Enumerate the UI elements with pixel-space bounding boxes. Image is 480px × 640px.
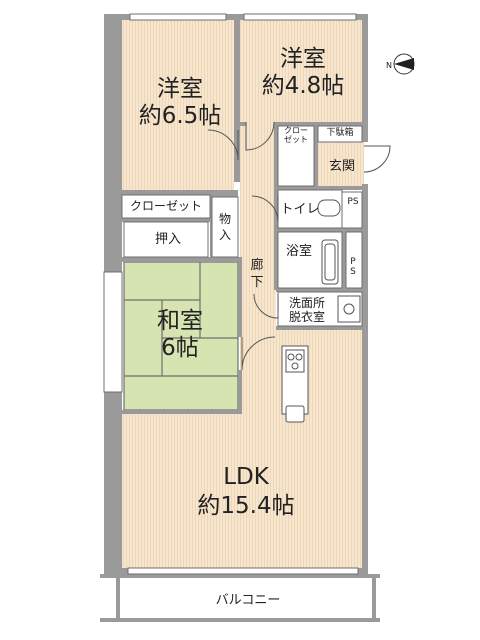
western-room-b-name: 洋室 <box>280 46 326 72</box>
japanese-room-size: 6帖 <box>161 335 199 361</box>
japanese-room-label: 和室 6帖 <box>140 310 220 360</box>
western-room-a-name: 洋室 <box>157 76 203 102</box>
ldk-name: LDK <box>223 464 269 490</box>
ldk-floor <box>122 410 364 570</box>
doors <box>207 121 391 371</box>
floor-areas <box>120 20 376 618</box>
balcony-label: バルコニー <box>215 593 281 608</box>
toilet-label: トイレ <box>280 202 320 217</box>
balcony-floor <box>120 578 376 618</box>
oshiire-label: 押入 <box>154 232 181 247</box>
entrance-floor <box>318 138 364 190</box>
japanese-room-name: 和室 <box>157 308 203 334</box>
ldk-label: LDK 約15.4帖 <box>176 466 316 518</box>
wash-basin <box>337 295 361 323</box>
small-closet-label: クロー ゼット <box>284 126 308 144</box>
closets <box>121 125 363 289</box>
shoe-cabinet-label: 下駄箱 <box>326 128 354 138</box>
bathtub <box>321 239 339 285</box>
western-room-a-floor <box>122 20 234 192</box>
western-room-a-label: 洋室 約6.5帖 <box>134 78 226 128</box>
hallway-label: 廊下 <box>250 258 264 290</box>
pipe-space-label-2: PS <box>350 257 356 277</box>
pipe-space-label-1: PS <box>347 197 359 207</box>
washroom-label: 洗面所 脱衣室 <box>288 296 325 325</box>
entrance-label: 玄関 <box>328 159 355 174</box>
storage-closet-label: 物入 <box>218 212 231 242</box>
ldk-size: 約15.4帖 <box>197 493 295 519</box>
toilet-fixture <box>317 199 341 217</box>
western-room-b-size: 約4.8帖 <box>261 73 345 99</box>
sink <box>285 405 305 423</box>
japanese-room-floor <box>124 262 238 410</box>
compass-icon: N <box>386 53 415 75</box>
western-room-b-floor <box>240 20 363 122</box>
western-room-a-size: 約6.5帖 <box>138 103 222 129</box>
hallway-floor <box>240 122 276 422</box>
fixtures <box>281 199 361 423</box>
bathroom-label: 浴室 <box>285 244 312 259</box>
windows <box>103 13 359 575</box>
western-room-b-label: 洋室 約4.8帖 <box>248 48 358 98</box>
closet-label: クローゼット <box>129 199 202 213</box>
compass-north-label: N <box>386 61 392 70</box>
